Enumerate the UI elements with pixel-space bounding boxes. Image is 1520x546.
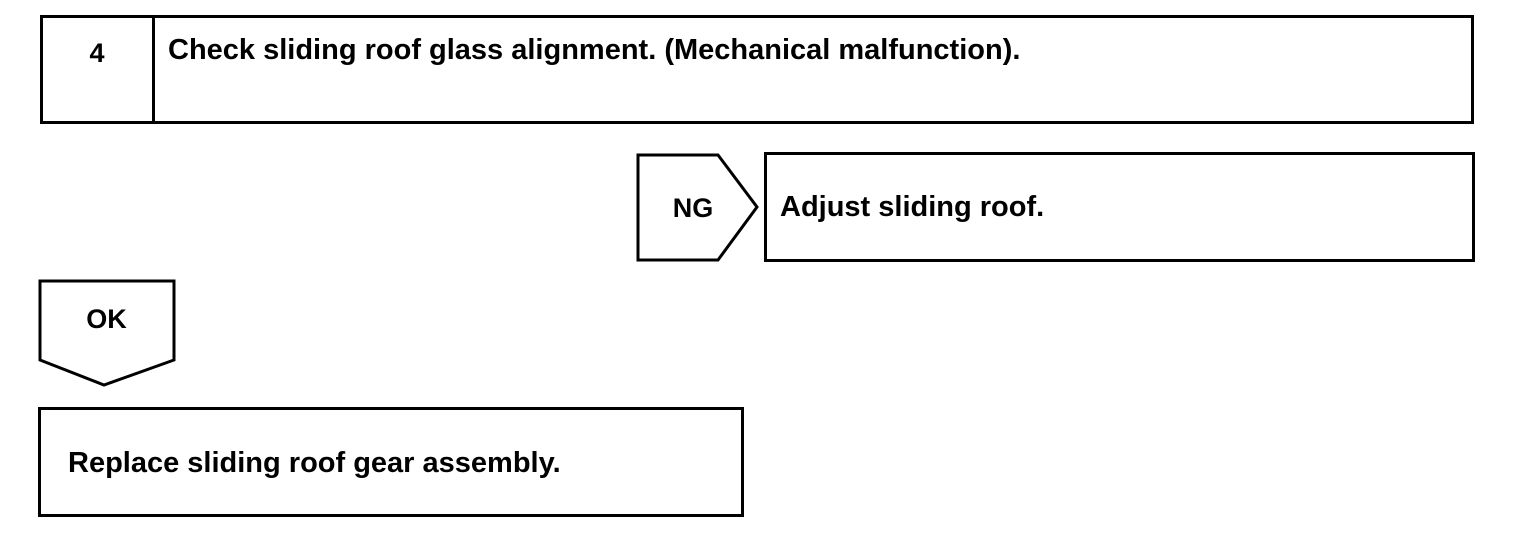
ok-label: OK: [86, 304, 127, 334]
ok-result-box: [38, 407, 744, 517]
ng-label: NG: [672, 193, 714, 223]
ng-arrow-shape: [636, 153, 759, 262]
ng-result-text: Adjust sliding roof.: [780, 191, 1045, 223]
ok-arrow-shape: [38, 279, 176, 387]
ng-result-box: [764, 152, 1475, 262]
step-number: 4: [89, 38, 105, 68]
step-title: Check sliding roof glass alignment. (Mec…: [168, 34, 1021, 66]
ok-result-text: Replace sliding roof gear assembly.: [68, 447, 561, 479]
step-header-box: [40, 15, 1474, 124]
step-divider: [152, 15, 155, 124]
